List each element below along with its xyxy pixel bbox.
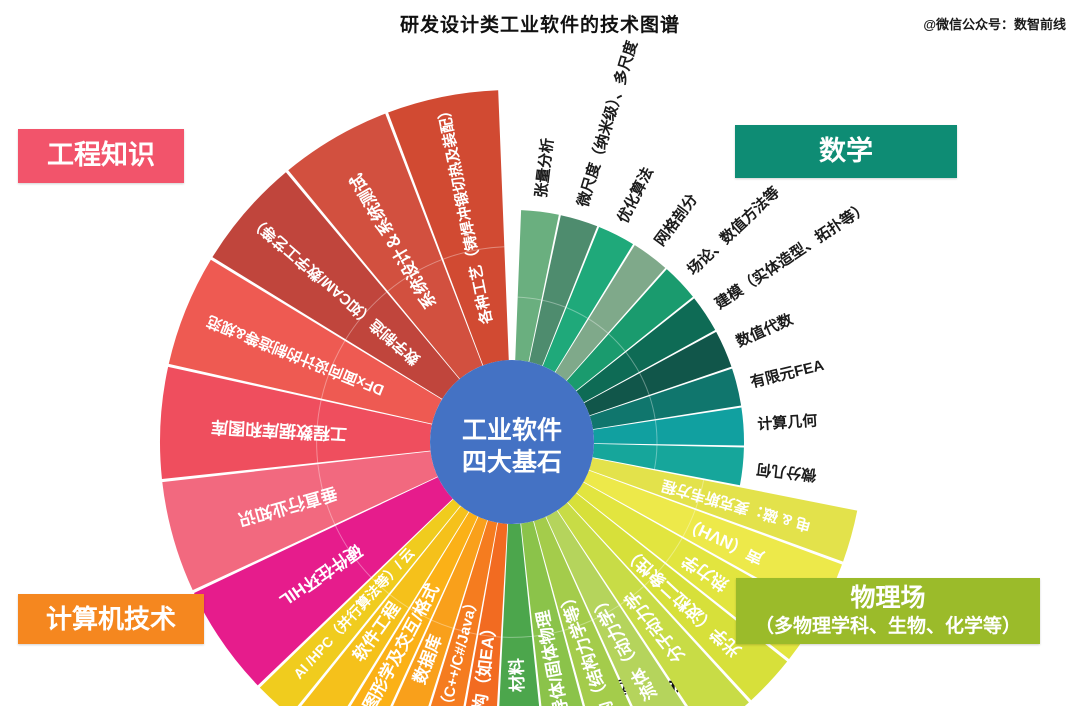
- segment-guide-arc: [454, 628, 477, 635]
- segment-label: 张量分析: [532, 137, 557, 199]
- segment-guide-arc: [625, 351, 640, 373]
- segment-label: 计算几何: [757, 411, 818, 433]
- wheel-segment[interactable]: [367, 516, 488, 706]
- segment-guide-arc: [387, 259, 442, 292]
- segment-guide-arc: [588, 318, 609, 334]
- wheel-segment[interactable]: [589, 457, 858, 562]
- wheel-segment[interactable]: [288, 113, 483, 379]
- wheel-segment[interactable]: [168, 259, 442, 424]
- segment-guide-arc: [665, 537, 683, 563]
- wheel-segment[interactable]: [576, 298, 716, 403]
- category-label-engineering: 工程知识: [18, 129, 184, 183]
- wheel-segment[interactable]: [583, 470, 843, 613]
- wheel-segment[interactable]: [515, 210, 559, 362]
- wheel-segment[interactable]: [546, 510, 705, 706]
- segment-guide-arc: [563, 619, 592, 631]
- wheel-segment[interactable]: [495, 523, 548, 706]
- segment-label: 有限元FEA: [749, 356, 826, 391]
- segment-label: 网格剖分: [651, 190, 701, 249]
- wheel-segment[interactable]: [521, 521, 603, 706]
- wheel-segment[interactable]: [589, 368, 742, 430]
- center-label: 工业软件: [462, 417, 562, 445]
- segment-guide-arc: [639, 372, 650, 396]
- wheel-segment[interactable]: [533, 516, 656, 706]
- category-label-physics-sub: （多物理学科、生物、化学等）: [754, 615, 1021, 637]
- segment-guide-arc: [478, 633, 501, 638]
- wheel-segment[interactable]: [292, 506, 469, 706]
- category-label-physics-text: 物理场: [850, 584, 926, 613]
- segment-guide-arc: [653, 445, 658, 470]
- page-title: 研发设计类工业软件的技术图谱: [399, 15, 680, 36]
- wheel-segment[interactable]: [593, 407, 745, 446]
- segment-guide-arc: [320, 340, 346, 399]
- category-label-computer: 计算机技术: [18, 594, 204, 644]
- wheel-segment[interactable]: [409, 520, 498, 706]
- segment-guide-arc: [517, 296, 542, 301]
- wheel-segment[interactable]: [566, 269, 693, 391]
- center-label: 四大基石: [462, 449, 562, 477]
- segment-label: 优化算法: [614, 164, 657, 226]
- segment-label: 数值代数: [733, 310, 796, 351]
- wheel-segment[interactable]: [162, 451, 438, 591]
- segment-guide-arc: [682, 509, 696, 537]
- wheel-segment[interactable]: [388, 90, 509, 366]
- segment-guide-arc: [317, 464, 336, 525]
- segment-guide-arc: [431, 619, 454, 629]
- watermark-top: @微信公众号：数智前线: [923, 17, 1066, 32]
- wheel-segment[interactable]: [567, 493, 788, 701]
- wheel-segment[interactable]: [259, 499, 461, 706]
- segment-guide-arc: [409, 608, 431, 620]
- segment-guide-arc: [533, 630, 563, 637]
- category-label-physics: 物理场 （多物理学科、生物、化学等）: [736, 578, 1040, 644]
- segment-guide-arc: [542, 299, 566, 308]
- wheel-segment[interactable]: [529, 215, 598, 366]
- category-label-math-text: 数学: [819, 135, 873, 166]
- segment-guide-arc: [654, 420, 658, 445]
- segment-guide-arc: [608, 333, 626, 352]
- segment-guide-arc: [593, 605, 620, 621]
- segment-guide-arc: [345, 291, 387, 340]
- segment-guide-arc: [502, 635, 533, 638]
- segment-guide-arc: [389, 594, 409, 609]
- category-label-computer-text: 计算机技术: [45, 603, 176, 634]
- category-label-engineering-text: 工程知识: [47, 140, 155, 171]
- wheel-segment[interactable]: [451, 522, 508, 706]
- wheel-segment[interactable]: [555, 245, 666, 381]
- wheel-segment[interactable]: [160, 366, 432, 480]
- segment-guide-arc: [443, 246, 505, 260]
- wheel-segment[interactable]: [542, 226, 634, 373]
- segment-guide-arc: [335, 525, 372, 578]
- segment-guide-arc: [316, 400, 322, 463]
- segment-guide-arc: [620, 586, 644, 605]
- center-disc[interactable]: [430, 360, 594, 524]
- wheel-segment[interactable]: [584, 331, 732, 416]
- segment-guide-arc: [371, 577, 390, 595]
- segment-guide-arc: [649, 395, 656, 420]
- segment-guide-arc: [644, 563, 666, 586]
- segment-label: 微分几何: [756, 460, 819, 484]
- wheel-segment[interactable]: [329, 511, 478, 706]
- segment-guide-arc: [695, 480, 705, 509]
- segment-guide-arc: [566, 307, 588, 319]
- wheel-segment[interactable]: [194, 477, 453, 686]
- wheel-segment[interactable]: [592, 443, 744, 486]
- category-label-math: 数学: [735, 125, 957, 178]
- segment-label: 材料: [506, 658, 527, 693]
- segment-label: 建模（实体造型、拓扑等）: [711, 198, 871, 312]
- wheel-segment[interactable]: [212, 172, 460, 399]
- wheel-segment[interactable]: [557, 502, 749, 706]
